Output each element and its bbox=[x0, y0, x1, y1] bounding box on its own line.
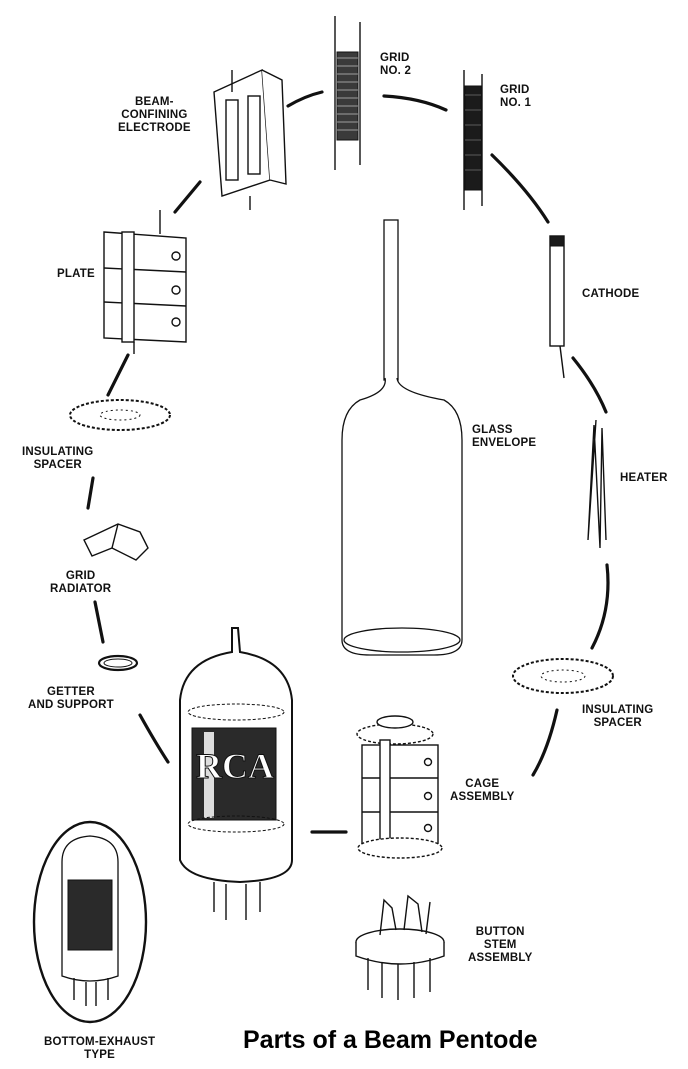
bottom-exhaust-inset bbox=[32, 820, 148, 1024]
heater-part bbox=[587, 419, 607, 549]
insulating-spacer-left-part bbox=[69, 399, 171, 431]
connector-ring bbox=[86, 90, 610, 834]
diagram-title: Parts of a Beam Pentode bbox=[243, 1026, 538, 1054]
glass-envelope-part bbox=[341, 219, 463, 656]
grid-no-2-part bbox=[334, 16, 361, 170]
assembled-tube-image: RCA bbox=[179, 627, 293, 920]
beam-confining-electrode-part bbox=[213, 68, 287, 210]
tube-brand-text: RCA bbox=[196, 746, 274, 786]
getter-part bbox=[97, 654, 139, 672]
cathode-label: CATHODE bbox=[582, 288, 640, 300]
button-stem-assembly-part bbox=[355, 894, 445, 1000]
plate-label: PLATE bbox=[57, 268, 95, 280]
insulating-spacer-right-part bbox=[512, 658, 614, 694]
cage-assembly-part bbox=[356, 715, 443, 859]
heater-label: HEATER bbox=[620, 472, 668, 484]
grid-radiator-part bbox=[83, 523, 149, 561]
plate-part bbox=[103, 210, 187, 354]
cathode-part bbox=[549, 235, 565, 379]
grid-no-1-part bbox=[463, 70, 483, 210]
